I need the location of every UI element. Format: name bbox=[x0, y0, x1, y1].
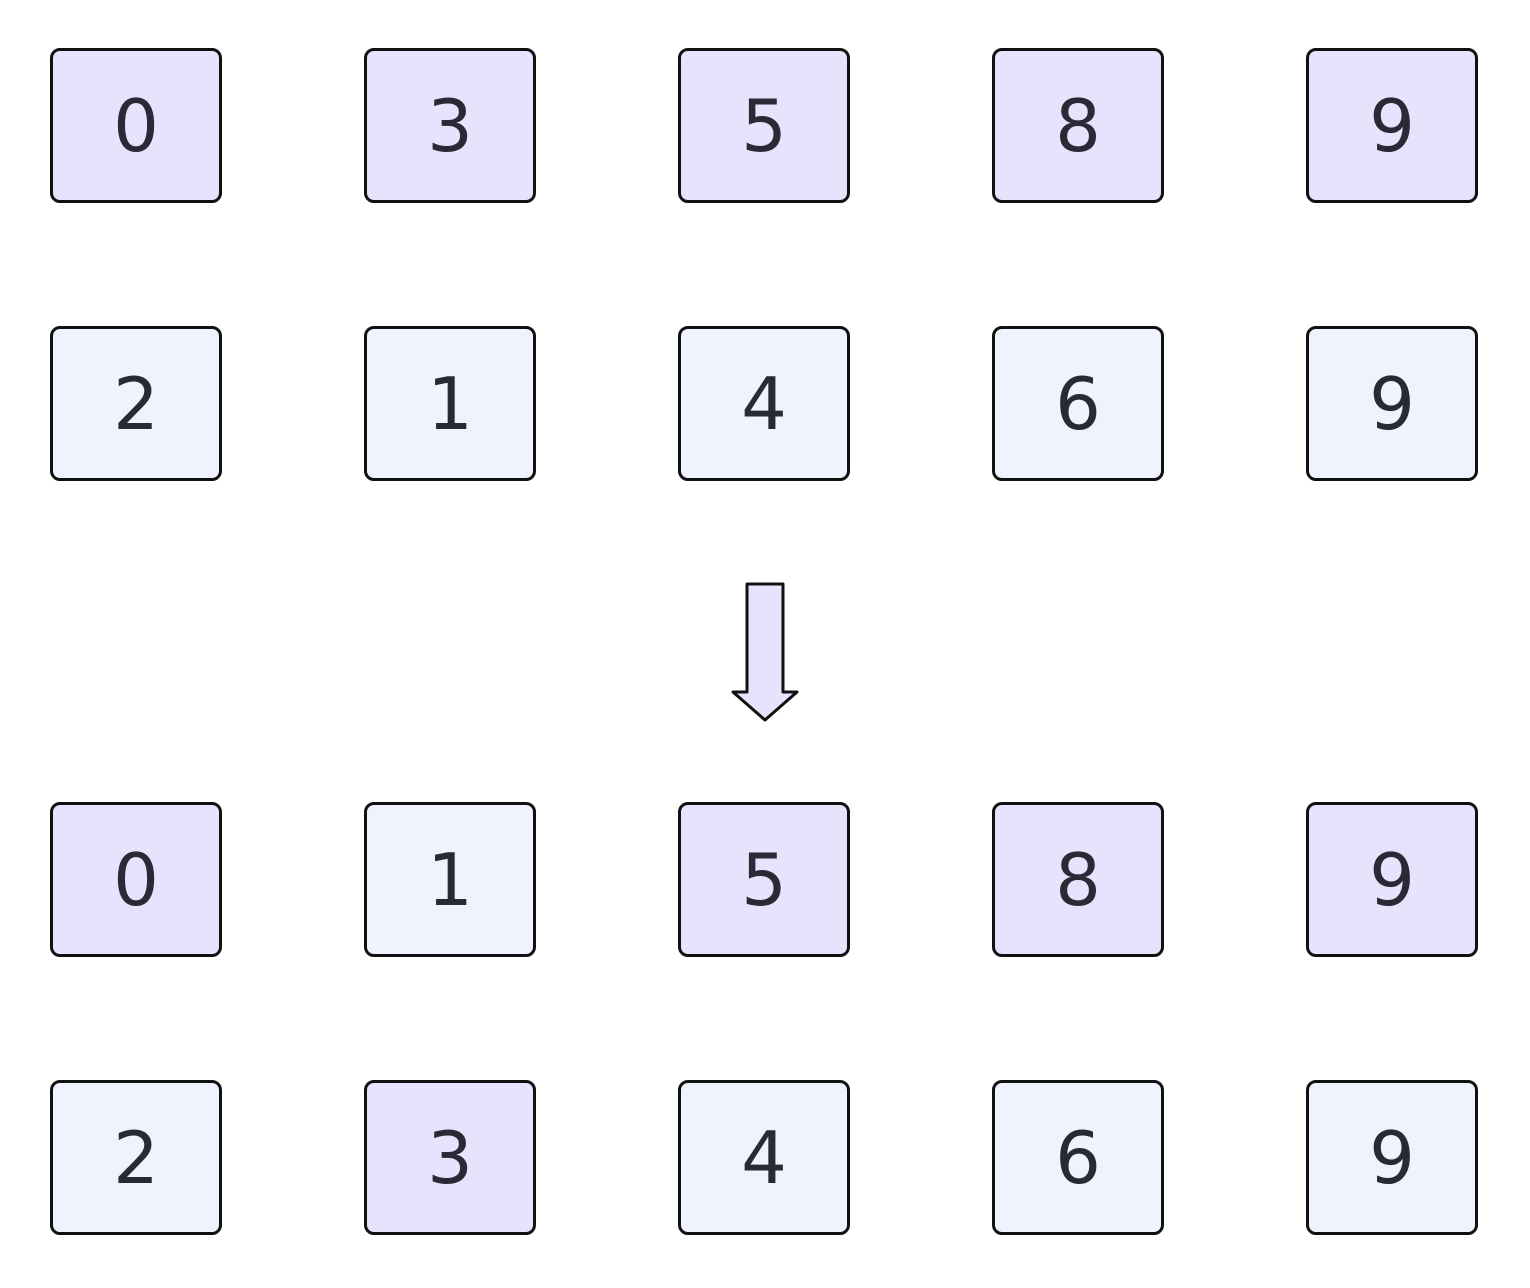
after-row-a-cell-3: 8 bbox=[992, 802, 1164, 957]
before-row-b-cell-2: 4 bbox=[678, 326, 850, 481]
before-row-b: 2 1 4 6 9 bbox=[0, 326, 1530, 486]
before-row-b-cell-4: 9 bbox=[1306, 326, 1478, 481]
after-row-a: 0 1 5 8 9 bbox=[0, 802, 1530, 962]
after-row-a-cell-0: 0 bbox=[50, 802, 222, 957]
after-row-b-cell-2: 4 bbox=[678, 1080, 850, 1235]
before-row-b-cell-3: 6 bbox=[992, 326, 1164, 481]
before-row-b-cell-0: 2 bbox=[50, 326, 222, 481]
before-row-a-cell-4: 9 bbox=[1306, 48, 1478, 203]
before-row-a-cell-3: 8 bbox=[992, 48, 1164, 203]
after-row-a-cell-2: 5 bbox=[678, 802, 850, 957]
before-row-a-cell-0: 0 bbox=[50, 48, 222, 203]
before-row-a-cell-1: 3 bbox=[364, 48, 536, 203]
before-row-a: 0 3 5 8 9 bbox=[0, 48, 1530, 208]
after-row-b-cell-3: 6 bbox=[992, 1080, 1164, 1235]
down-arrow-icon bbox=[731, 582, 799, 722]
before-row-a-cell-2: 5 bbox=[678, 48, 850, 203]
before-row-b-cell-1: 1 bbox=[364, 326, 536, 481]
after-row-a-cell-4: 9 bbox=[1306, 802, 1478, 957]
after-row-b-cell-1: 3 bbox=[364, 1080, 536, 1235]
after-row-a-cell-1: 1 bbox=[364, 802, 536, 957]
after-row-b-cell-0: 2 bbox=[50, 1080, 222, 1235]
after-row-b: 2 3 4 6 9 bbox=[0, 1080, 1530, 1240]
after-row-b-cell-4: 9 bbox=[1306, 1080, 1478, 1235]
